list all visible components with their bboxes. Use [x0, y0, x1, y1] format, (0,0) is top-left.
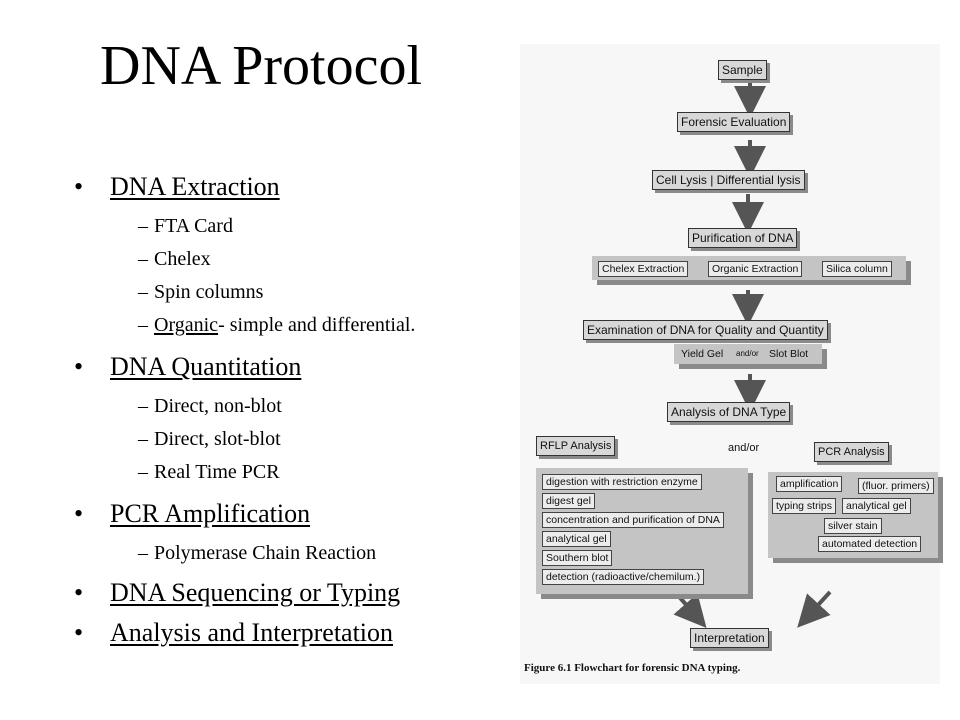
bullet-icon: • — [74, 352, 84, 381]
section-label[interactable]: DNA Extraction — [110, 172, 280, 201]
list-item: –FTA Card — [110, 215, 514, 237]
list-item: –Direct, non-blot — [110, 395, 514, 417]
examination-box: Examination of DNA for Quality and Quant… — [583, 320, 828, 340]
dash-icon: – — [138, 215, 148, 237]
bullet-icon: • — [74, 499, 84, 528]
item-text: Spin columns — [154, 281, 264, 303]
section-label[interactable]: DNA Quantitation — [110, 352, 302, 381]
item-text: Polymerase Chain Reaction — [154, 542, 377, 564]
chelex-extraction-item: Chelex Extraction — [598, 261, 689, 277]
item-text: Direct, non-blot — [154, 395, 282, 417]
slide-title: DNA Protocol — [100, 35, 422, 97]
section-dna-extraction: • DNA Extraction –FTA Card –Chelex –Spin… — [74, 170, 514, 336]
pcr-step-silver-stain: silver stain — [824, 518, 882, 534]
item-text: Real Time PCR — [154, 461, 280, 483]
section-dna-sequencing: • DNA Sequencing or Typing — [74, 576, 514, 610]
bullet-icon: • — [74, 618, 84, 647]
dash-icon: – — [138, 248, 148, 270]
and-or-label: and/or — [728, 442, 760, 454]
rflp-step: analytical gel — [542, 531, 611, 547]
dash-icon: – — [138, 314, 148, 336]
figure-caption: Figure 6.1 Flowchart for forensic DNA ty… — [524, 662, 741, 674]
yield-slot-panel — [674, 344, 822, 364]
sample-box: Sample — [718, 60, 767, 80]
rflp-step: digestion with restriction enzyme — [542, 474, 702, 490]
sub-list: –FTA Card –Chelex –Spin columns –Organic… — [110, 215, 514, 336]
item-text: Chelex — [154, 248, 211, 270]
forensic-dna-flowchart: Sample Forensic Evaluation Cell Lysis | … — [500, 44, 960, 684]
rflp-step: Southern blot — [542, 550, 613, 566]
section-label[interactable]: PCR Amplification — [110, 499, 311, 528]
and-or-small-label: and/or — [736, 349, 759, 358]
silica-column-item: Silica column — [822, 261, 892, 277]
list-item: –Chelex — [110, 248, 514, 270]
forensic-evaluation-box: Forensic Evaluation — [677, 112, 791, 132]
list-item: –Organic- simple and differential. — [110, 314, 514, 336]
dash-icon: – — [138, 461, 148, 483]
item-text: Direct, slot-blot — [154, 428, 281, 450]
list-item: –Spin columns — [110, 281, 514, 303]
rflp-step: digest gel — [542, 493, 595, 509]
pcr-step-automated-detection: automated detection — [818, 536, 922, 552]
rflp-analysis-box: RFLP Analysis — [536, 436, 616, 456]
pcr-step-typing-strips: typing strips — [772, 498, 837, 514]
organic-link[interactable]: Organic — [154, 314, 219, 336]
analysis-type-box: Analysis of DNA Type — [667, 402, 791, 422]
pcr-step-analytical-gel: analytical gel — [842, 498, 911, 514]
rflp-step: concentration and purification of DNA — [542, 512, 724, 528]
pcr-step-amplification: amplification — [776, 476, 843, 492]
item-text: - simple and differential. — [218, 314, 416, 336]
section-label[interactable]: Analysis and Interpretation — [110, 618, 394, 647]
list-item: –Real Time PCR — [110, 461, 514, 483]
dash-icon: – — [138, 428, 148, 450]
pcr-step-fluor: (fluor. primers) — [858, 478, 934, 494]
organic-extraction-item: Organic Extraction — [708, 261, 803, 277]
yield-gel-item: Yield Gel — [681, 348, 724, 360]
item-text: FTA Card — [154, 215, 233, 237]
list-item: –Direct, slot-blot — [110, 428, 514, 450]
cell-lysis-box: Cell Lysis | Differential lysis — [652, 170, 805, 190]
pcr-analysis-box: PCR Analysis — [814, 442, 889, 462]
section-label[interactable]: DNA Sequencing or Typing — [110, 578, 401, 607]
protocol-outline: • DNA Extraction –FTA Card –Chelex –Spin… — [74, 164, 514, 650]
bullet-icon: • — [74, 172, 84, 201]
dash-icon: – — [138, 542, 148, 564]
interpretation-box: Interpretation — [690, 628, 769, 648]
bullet-icon: • — [74, 578, 84, 607]
sub-list: –Polymerase Chain Reaction — [110, 542, 514, 564]
slot-blot-item: Slot Blot — [769, 348, 809, 360]
section-analysis: • Analysis and Interpretation — [74, 616, 514, 650]
dash-icon: – — [138, 395, 148, 417]
section-pcr-amplification: • PCR Amplification –Polymerase Chain Re… — [74, 497, 514, 564]
sub-list: –Direct, non-blot –Direct, slot-blot –Re… — [110, 395, 514, 483]
section-dna-quantitation: • DNA Quantitation –Direct, non-blot –Di… — [74, 350, 514, 483]
purification-box: Purification of DNA — [688, 228, 798, 248]
list-item: –Polymerase Chain Reaction — [110, 542, 514, 564]
rflp-step: detection (radioactive/chemilum.) — [542, 569, 705, 585]
dash-icon: – — [138, 281, 148, 303]
